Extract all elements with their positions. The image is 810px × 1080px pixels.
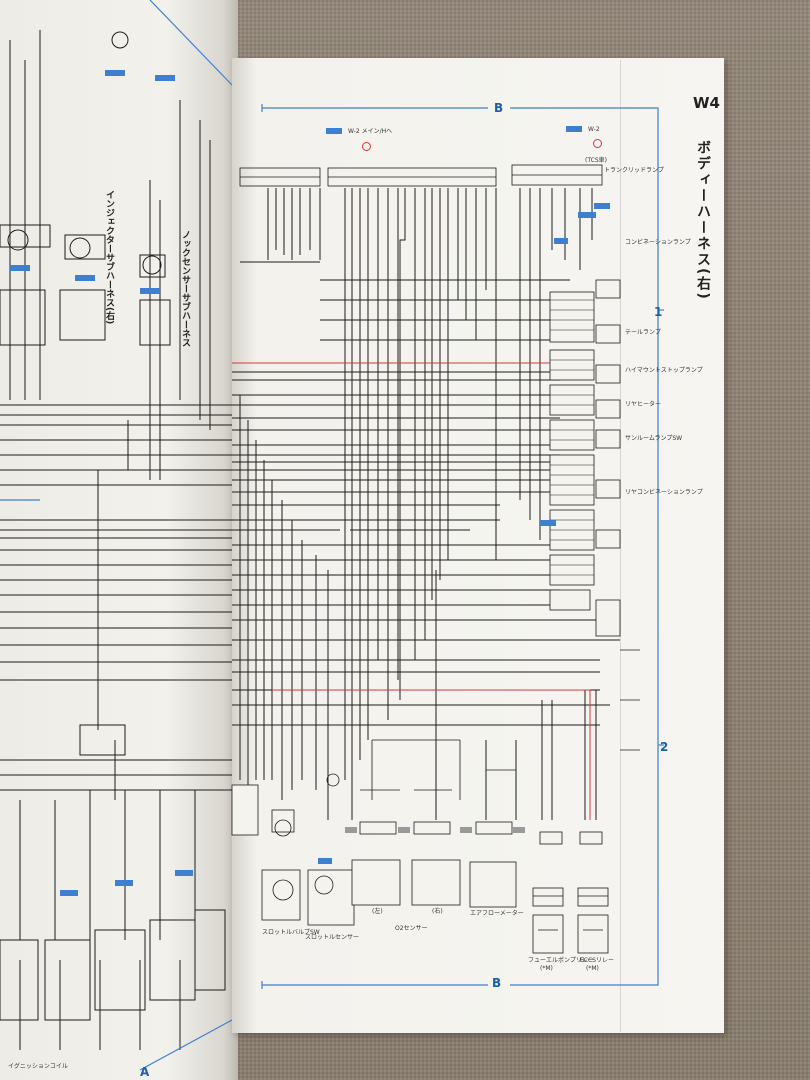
- page-code: W4: [693, 94, 720, 112]
- red-marker-right: [593, 139, 602, 148]
- sunroof-sw-label: サンルームランプSW: [625, 435, 683, 442]
- fuel-pump-relay-sub: (*M): [540, 965, 553, 972]
- knock-sensor-sub-label: ノックセンサーサブハーネス: [180, 230, 190, 347]
- hi-mount-lamp-label: ハイマウントストップランプ: [625, 367, 703, 374]
- o2-sensor-label: O2センサー: [395, 925, 428, 932]
- page-title: ボディーハーネス(右): [695, 140, 711, 301]
- zone-2-right: 2: [660, 740, 669, 754]
- tcs-label: (TCS車): [585, 157, 607, 164]
- left-page-schematic: [0, 0, 233, 1071]
- injector-sub-harness-label: インジェクターサブハーネス(右): [104, 190, 114, 325]
- o2-left-label: (左): [372, 908, 383, 915]
- tail-lamp-label: テールランプ: [625, 329, 661, 336]
- fuel-pump-relay-label: フューエルポンプリレー: [528, 957, 594, 964]
- zone-1-right: 1: [654, 305, 663, 319]
- zone-a-bottom: A: [140, 1065, 150, 1079]
- zone-b-bottom: B: [492, 976, 502, 990]
- throttle-sensor-label: スロットルセンサー: [305, 934, 360, 941]
- combination-lamp-label: コンビネーションランプ: [625, 239, 691, 246]
- eccs-relay-label: ECCSリレー: [580, 957, 614, 964]
- eccs-relay-sub: (*M): [586, 965, 599, 972]
- trunk-lamp-label: トランクリッドランプ: [604, 167, 664, 174]
- ignition-coil-label: イグニッションコイル: [8, 1063, 68, 1070]
- w2-main-connector-label: W-2 メイン/Hへ: [348, 128, 393, 135]
- w2-right-connector-label: W-2: [588, 126, 600, 133]
- throttle-valve-sw-label: スロットルバルブSW: [262, 929, 320, 936]
- zone-b-top: B: [494, 101, 504, 115]
- airflow-meter-label: エアフローメーター: [470, 910, 524, 917]
- rear-heater-label: リヤヒーター: [625, 401, 662, 408]
- red-marker-main: [362, 142, 371, 151]
- right-page-edge: [620, 60, 725, 1032]
- rear-combination-label: リヤコンビネーションランプ: [625, 489, 703, 496]
- o2-right-label: (右): [432, 908, 443, 915]
